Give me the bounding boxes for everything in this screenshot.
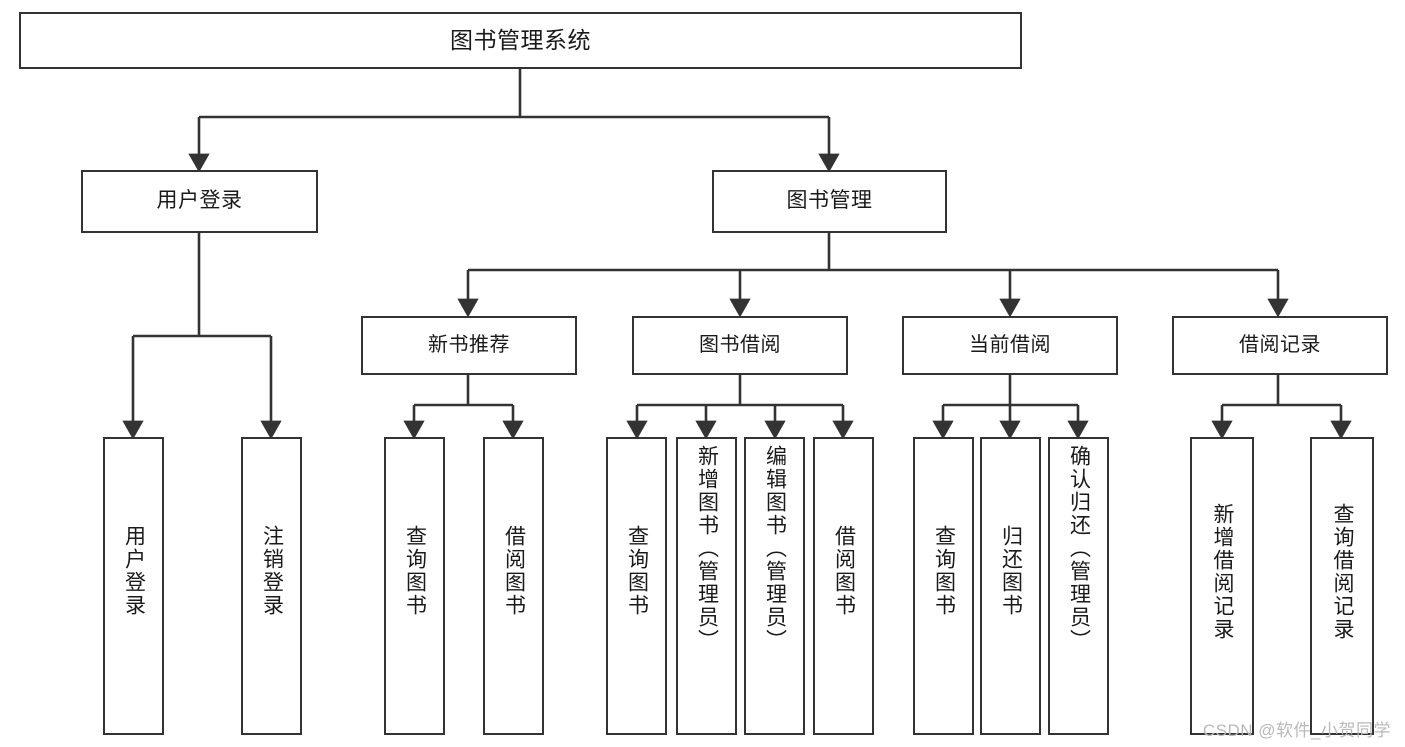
node-label: 查询图书 [625, 525, 649, 617]
node-borrowing-records[interactable]: 借阅记录 [1172, 316, 1388, 375]
node-label: 借阅图书 [502, 525, 526, 617]
node-label: 当前借阅 [969, 333, 1051, 356]
node-user-login[interactable]: 用户登录 [81, 170, 318, 233]
node-label: 图书管理 [786, 189, 873, 213]
node-label: 归还图书 [999, 525, 1023, 617]
leaf-confirm-return-admin[interactable]: 确认归还（管理员） [1048, 437, 1109, 735]
node-current-borrowing[interactable]: 当前借阅 [902, 316, 1118, 375]
node-label: 查询借阅记录 [1331, 503, 1355, 641]
leaf-return-book[interactable]: 归还图书 [980, 437, 1041, 735]
leaf-borrow-book-bb[interactable]: 借阅图书 [813, 437, 874, 735]
node-label: 新增图书（管理员） [695, 445, 719, 652]
leaf-add-borrow-record[interactable]: 新增借阅记录 [1190, 437, 1254, 735]
leaf-query-book-nb[interactable]: 查询图书 [384, 437, 445, 735]
node-label: 查询图书 [932, 525, 956, 617]
node-label: 图书借阅 [699, 333, 781, 356]
watermark-text: CSDN @软件_小贺同学 [1202, 721, 1391, 740]
leaf-query-borrow-record[interactable]: 查询借阅记录 [1310, 437, 1374, 735]
node-label: 查询图书 [403, 525, 427, 617]
node-book-management[interactable]: 图书管理 [712, 170, 947, 233]
node-book-borrowing[interactable]: 图书借阅 [632, 316, 848, 375]
node-label: 确认归还（管理员） [1067, 445, 1091, 652]
node-root-book-management-system[interactable]: 图书管理系统 [19, 12, 1022, 69]
leaf-edit-book-admin[interactable]: 编辑图书（管理员） [744, 437, 805, 735]
node-label: 用户登录 [156, 189, 243, 213]
node-label: 用户登录 [122, 525, 146, 617]
node-new-book-recommendation[interactable]: 新书推荐 [361, 316, 577, 375]
node-label: 注销登录 [260, 525, 284, 617]
leaf-query-book-cb[interactable]: 查询图书 [913, 437, 974, 735]
leaf-add-book-admin[interactable]: 新增图书（管理员） [676, 437, 737, 735]
node-label: 图书管理系统 [450, 26, 591, 53]
node-label: 新增借阅记录 [1211, 503, 1235, 641]
leaf-user-login[interactable]: 用户登录 [103, 437, 164, 735]
node-label: 编辑图书（管理员） [763, 445, 787, 652]
leaf-logout[interactable]: 注销登录 [241, 437, 302, 735]
leaf-borrow-book-nb[interactable]: 借阅图书 [483, 437, 544, 735]
node-label: 借阅图书 [832, 525, 856, 617]
leaf-query-book-bb[interactable]: 查询图书 [606, 437, 667, 735]
node-label: 借阅记录 [1239, 333, 1321, 356]
node-label: 新书推荐 [428, 333, 510, 356]
